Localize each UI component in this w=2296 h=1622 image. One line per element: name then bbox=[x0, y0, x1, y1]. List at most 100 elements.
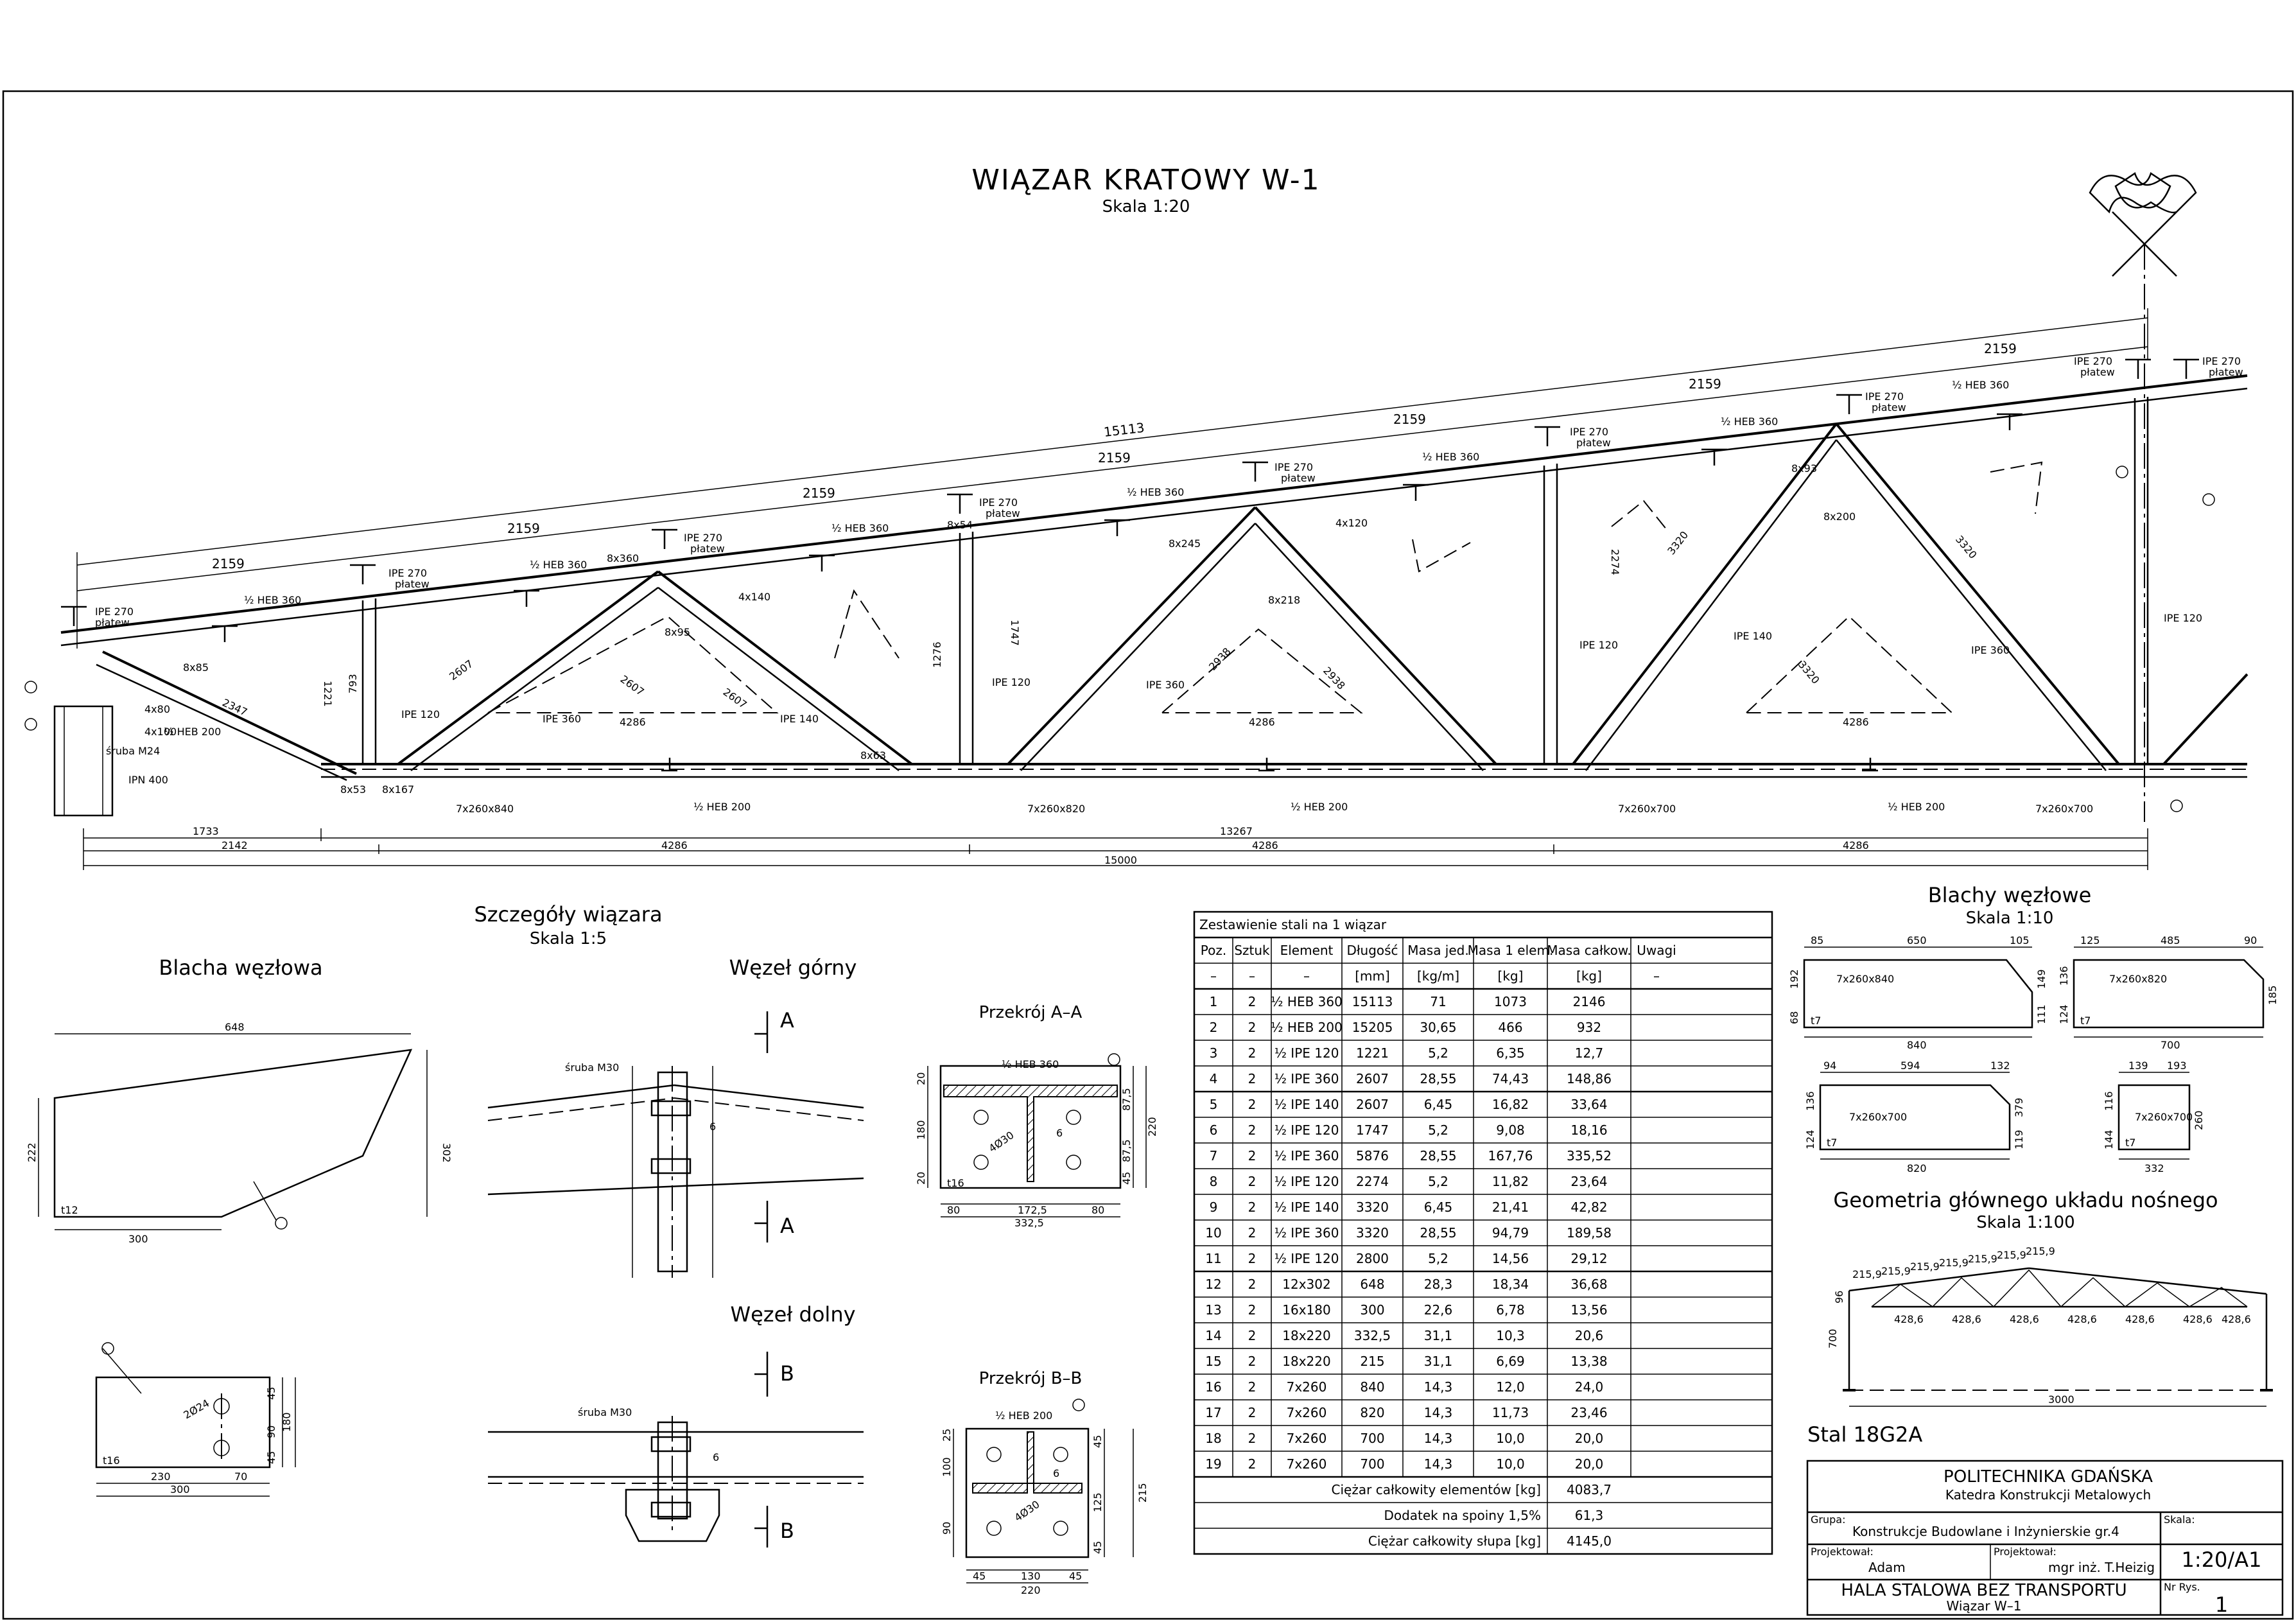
sec-a-dim-45: 45 bbox=[1120, 1172, 1133, 1185]
steel-table-cell: 5,2 bbox=[1428, 1122, 1448, 1138]
steel-table-cell: 10,0 bbox=[1496, 1431, 1525, 1446]
gusset-scale: Skala 1:10 bbox=[1966, 909, 2054, 928]
panel-width-3: 4286 bbox=[1843, 716, 1869, 728]
gp2-t7: t7 bbox=[2080, 1015, 2091, 1027]
geo-bottom-7: 428,6 bbox=[2222, 1313, 2251, 1325]
steel-table-total-value: 4083,7 bbox=[1567, 1482, 1612, 1497]
base-plate-detail bbox=[95, 1342, 296, 1497]
purlin-sub-6: płatew bbox=[1576, 437, 1611, 449]
steel-table-cell: 2 bbox=[1248, 1122, 1257, 1138]
sec-b-heb: ½ HEB 200 bbox=[995, 1409, 1052, 1422]
steel-table-title: Zestawienie stali na 1 wiązar bbox=[1199, 917, 1387, 932]
top-node-title: Węzeł górny bbox=[729, 955, 857, 980]
steel-table-cell: 2 bbox=[1248, 1045, 1257, 1061]
steel-table-cell: 36,68 bbox=[1570, 1277, 1607, 1292]
section-symbol bbox=[2089, 172, 2197, 822]
gp2-label: 7x260x820 bbox=[2109, 973, 2167, 985]
top-chord-label-4: ½ HEB 360 bbox=[1127, 486, 1184, 498]
chord-seg-4: 2159 bbox=[1098, 450, 1131, 466]
details-scale: Skala 1:5 bbox=[530, 929, 607, 948]
bp-dim-230: 230 bbox=[151, 1470, 171, 1483]
purlins bbox=[61, 358, 2199, 626]
steel-table-cell: 820 bbox=[1360, 1405, 1384, 1420]
steel-table-cell: 14,3 bbox=[1424, 1431, 1453, 1446]
diag-len-8: 3320 bbox=[1796, 658, 1822, 686]
steel-table-cell: 18 bbox=[1205, 1431, 1221, 1446]
steel-table-cell: 13,38 bbox=[1570, 1354, 1607, 1369]
steel-table-cell: 21,41 bbox=[1492, 1199, 1529, 1215]
sec-a-heb: ½ HEB 360 bbox=[1002, 1058, 1059, 1070]
plate-dim-t12: t12 bbox=[61, 1204, 78, 1216]
cut-a-top: A bbox=[780, 1008, 794, 1033]
top-node-detail bbox=[487, 1011, 864, 1278]
steel-table-cell: 5876 bbox=[1356, 1148, 1389, 1164]
sec-b-dim-100: 100 bbox=[941, 1457, 953, 1477]
sec-b-dim-4d30: 4Ø30 bbox=[1012, 1498, 1041, 1524]
steel-table-cell: 11,73 bbox=[1492, 1405, 1529, 1420]
steel-table-header: Sztuk bbox=[1234, 943, 1270, 958]
weld-10: 8x245 bbox=[1169, 537, 1201, 550]
sec-a-dim-20a: 20 bbox=[915, 1072, 927, 1085]
sec-b-dim-45c: 45 bbox=[1091, 1435, 1104, 1448]
weld-8: 8x95 bbox=[665, 626, 690, 638]
steel-table-unit: – bbox=[1303, 968, 1310, 984]
gp4-t7: t7 bbox=[2125, 1137, 2135, 1149]
section-a-title: Przekrój A–A bbox=[979, 1003, 1083, 1022]
geo-h1: 96 bbox=[1833, 1291, 1845, 1304]
section-label-1: IPE 120 bbox=[401, 708, 440, 720]
steel-table-cell: 28,55 bbox=[1420, 1148, 1456, 1164]
steel-table-cell: 15113 bbox=[1352, 994, 1393, 1009]
steel-table-cell: 215 bbox=[1360, 1354, 1384, 1369]
geo-bottom-6: 428,6 bbox=[2183, 1313, 2213, 1325]
steel-table-header: Długość bbox=[1346, 943, 1398, 958]
geo-bottom-3: 428,6 bbox=[2010, 1313, 2039, 1325]
gp3-dim-124: 124 bbox=[1804, 1129, 1816, 1149]
steel-table-cell: 10 bbox=[1205, 1225, 1221, 1241]
gp4-dim-144: 144 bbox=[2103, 1129, 2115, 1149]
weld-4: 8x85 bbox=[183, 661, 209, 674]
plate-dim-300: 300 bbox=[128, 1233, 148, 1245]
steel-table-cell: 5 bbox=[1210, 1097, 1218, 1112]
plate-detail bbox=[38, 1033, 428, 1230]
weld-9: 8x218 bbox=[1268, 594, 1300, 606]
steel-table-cell: 2 bbox=[1248, 1405, 1257, 1420]
purlin-sub-4: płatew bbox=[986, 507, 1020, 519]
geo-bottom-1: 428,6 bbox=[1894, 1313, 1924, 1325]
gp4-dim-139: 139 bbox=[2128, 1060, 2148, 1072]
sec-b-dim-90: 90 bbox=[941, 1522, 953, 1535]
purlin-sub-2: płatew bbox=[395, 578, 430, 590]
truss-elevation: 15113 bbox=[24, 308, 2248, 870]
steel-table-cell: 6,78 bbox=[1496, 1302, 1525, 1318]
steel-table-cell: 148,86 bbox=[1567, 1071, 1612, 1086]
steel-table-header: Masa 1 elem. bbox=[1468, 943, 1554, 958]
purlin-label-1: IPE 270 bbox=[95, 606, 134, 618]
bottom-chord-label-1: ½ HEB 200 bbox=[164, 726, 221, 738]
steel-table-cell: 20,0 bbox=[1575, 1431, 1604, 1446]
gp2-dim-125: 125 bbox=[2080, 934, 2100, 946]
panel-width-1: 4286 bbox=[620, 716, 646, 728]
steel-table-total-value: 61,3 bbox=[1575, 1508, 1604, 1523]
steel-table-cell: 18,16 bbox=[1570, 1122, 1607, 1138]
tb-checker: mgr inż. T.Heizig bbox=[2048, 1560, 2155, 1575]
steel-table-cell: 300 bbox=[1360, 1302, 1384, 1318]
steel-table-cell: 332,5 bbox=[1354, 1328, 1391, 1343]
steel-table-cell: 2 bbox=[1248, 1354, 1257, 1369]
sec-a-dim-80a: 80 bbox=[947, 1204, 960, 1216]
tb-group: Konstrukcje Budowlane i Inżynierskie gr.… bbox=[1852, 1524, 2119, 1539]
steel-table-unit: [mm] bbox=[1355, 968, 1390, 984]
steel-table-cell: 6,69 bbox=[1496, 1354, 1525, 1369]
steel-table-cell: 2 bbox=[1248, 1302, 1257, 1318]
bp-dim-180: 180 bbox=[281, 1412, 293, 1432]
top-node-weld: 6 bbox=[709, 1121, 716, 1133]
bottom-node-bolt: śruba M30 bbox=[578, 1406, 632, 1418]
steel-table-unit: [kg/m] bbox=[1417, 968, 1459, 984]
steel-table-header: Masa całkow. bbox=[1547, 943, 1631, 958]
purlin-label-2: IPE 270 bbox=[388, 567, 427, 579]
dim-4286-c: 4286 bbox=[1843, 839, 1869, 851]
section-label-3: IPE 140 bbox=[780, 713, 819, 725]
steel-table-cell: 2 bbox=[1248, 1431, 1257, 1446]
bottom-chord-label-4: ½ HEB 200 bbox=[1888, 801, 1945, 813]
gp1-dim-192: 192 bbox=[1788, 969, 1800, 989]
steel-table-cell: 335,52 bbox=[1567, 1148, 1612, 1164]
steel-table-cell: 2607 bbox=[1356, 1097, 1389, 1112]
